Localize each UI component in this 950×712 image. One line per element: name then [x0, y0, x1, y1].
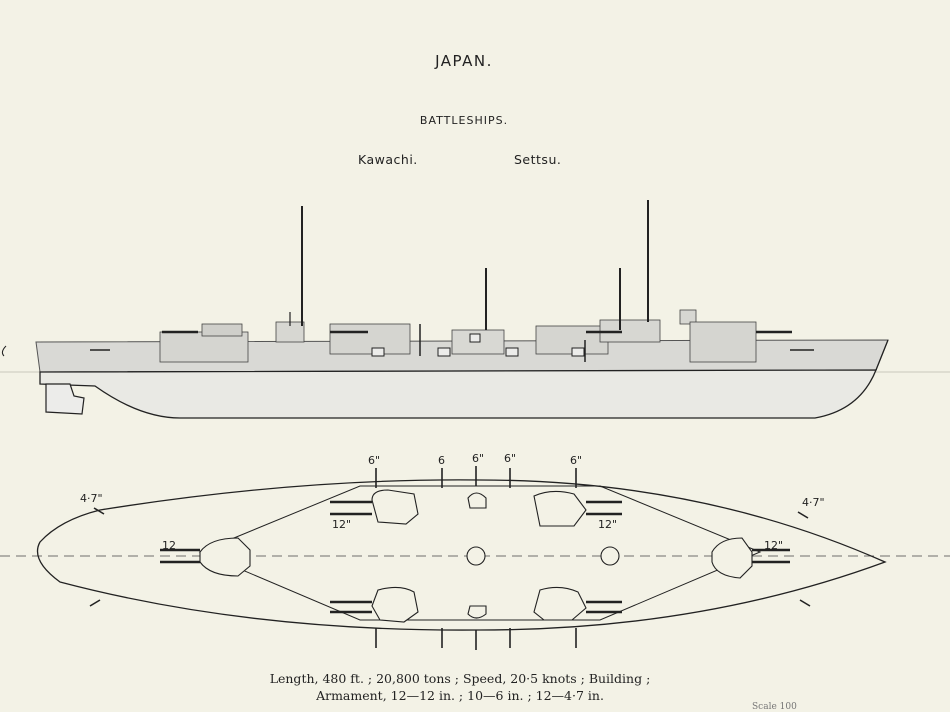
- hull-lower: [39, 369, 877, 419]
- gun-tick: [799, 599, 811, 607]
- funnel-aft-plan: [466, 546, 486, 566]
- country-title: JAPAN.: [435, 52, 493, 70]
- gun-tick: [797, 511, 809, 519]
- port-fwd-turret: [533, 490, 587, 527]
- side-elevation: [0, 200, 950, 419]
- gun-tick: [89, 599, 101, 607]
- port-aft-turret: [371, 489, 419, 525]
- elevation-guns: [90, 330, 814, 351]
- corner-note: Scale 100: [752, 702, 797, 712]
- gun-label-6in: 6: [438, 454, 445, 467]
- centre-fwd-casemate: [467, 605, 487, 619]
- gun-label-6in: 6": [570, 454, 582, 467]
- aft-turret-deck: [159, 331, 249, 363]
- centre-aft-casemate: [467, 492, 487, 509]
- gun-label-12in: 12": [764, 539, 783, 552]
- specs-line-1: Length, 480 ft. ; 20,800 tons ; Speed, 2…: [269, 671, 651, 686]
- gun-label-6in: 6": [472, 452, 484, 465]
- ship-name-settsu: Settsu.: [514, 152, 562, 167]
- gun-label-4-7in: 4·7": [802, 496, 825, 509]
- casemate: [505, 347, 519, 357]
- plan-guns: [160, 500, 790, 614]
- gun-label-6in: 6": [368, 454, 380, 467]
- gun-label-12in: 12": [598, 518, 617, 531]
- aft-turret-plan: [199, 537, 251, 577]
- fwd-turret-plan: [711, 537, 753, 579]
- secondary-gun-ticks: [89, 466, 811, 650]
- funnel-fwd-plan: [600, 546, 620, 566]
- gun-tick: [93, 507, 105, 515]
- ship-name-kawachi: Kawachi.: [358, 152, 418, 167]
- casemates: [371, 333, 585, 357]
- casemate: [469, 333, 481, 343]
- deck-plan: 6" 6 6" 6" 6" 4·7" 4·7" 12" 12" 12 12": [0, 452, 950, 650]
- section-title: BATTLESHIPS.: [419, 114, 509, 127]
- fwd-turret-deck: [689, 321, 757, 363]
- gun-label-4-7in: 4·7": [80, 492, 103, 505]
- deck-outline: [36, 479, 887, 631]
- bow-stem: [875, 339, 889, 371]
- aft-turret: [201, 323, 243, 337]
- specs-line-2: Armament, 12—12 in. ; 10—6 in. ; 12—4·7 …: [316, 688, 604, 703]
- stern-curl: [1, 345, 7, 357]
- deck-inner-lines: [198, 485, 762, 621]
- stbd-aft-turret: [371, 586, 419, 623]
- wing-turret-aft: [329, 323, 411, 355]
- gun-label-12in: 12": [332, 518, 351, 531]
- rudder: [45, 383, 85, 415]
- gun-labels: 6" 6 6" 6" 6" 4·7" 4·7" 12" 12" 12 12": [80, 452, 825, 552]
- casemate: [371, 347, 385, 357]
- casemate: [571, 347, 585, 357]
- gun-label-12in: 12: [162, 539, 176, 552]
- turrets: [199, 489, 753, 623]
- stbd-fwd-turret: [533, 586, 587, 621]
- casemate: [437, 347, 451, 357]
- gun-label-6in: 6": [504, 452, 516, 465]
- conning-tower: [679, 309, 697, 325]
